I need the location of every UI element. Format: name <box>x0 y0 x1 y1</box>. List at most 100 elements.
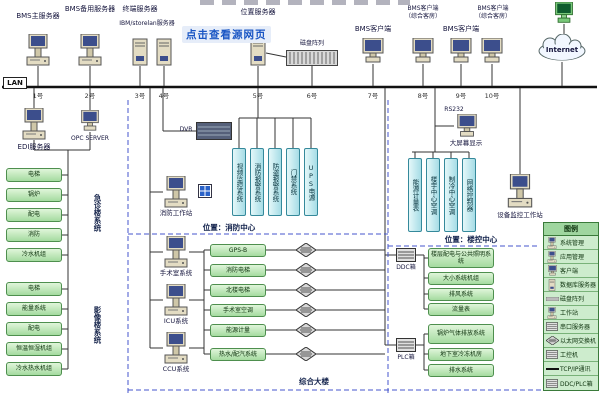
opc-server-label: OPC SERVER <box>71 135 109 142</box>
client-monitor-icon <box>481 38 503 63</box>
system-box-fire: 消防 <box>6 228 62 242</box>
switch-diamond-icon <box>544 336 560 345</box>
bms-client-4-label: BMS客户端 <box>477 5 509 12</box>
control-center-location-label: 位置：楼控中心 <box>444 235 498 244</box>
legend-row: 应用管理 <box>544 250 598 264</box>
switch-diamond-icon <box>296 323 316 337</box>
video-surveillance-box: 视频监控系统 <box>232 148 246 216</box>
fire-center-location-label: 位置：消防中心 <box>202 223 256 232</box>
bms-main-server-label: BMS主服务器 <box>16 12 60 20</box>
fire-workstation-icon <box>164 176 188 208</box>
plc-box-drain: 排水系统 <box>428 364 494 377</box>
edi-server-label: EDI服务器 <box>17 143 51 151</box>
bms-client-2-sublabel: （综合客房） <box>404 13 441 20</box>
legend-row: TCP/IP通讯 <box>544 362 598 376</box>
striped-box-icon <box>544 379 560 388</box>
ccu-workstation-label: CCU系统 <box>162 365 190 373</box>
monitor-icon <box>544 265 560 276</box>
switch-diamond-icon <box>296 283 316 297</box>
legend-row: 客户端 <box>544 264 598 278</box>
lan-port-6: 6号 <box>306 92 318 100</box>
client-monitor-icon <box>450 38 472 63</box>
server-tower-icon <box>156 38 172 66</box>
system-box-water: 冷水热水机组 <box>6 362 62 376</box>
video-wall-icon <box>198 184 212 198</box>
ddc-box-ahu: 大小系统机组 <box>428 272 494 285</box>
surgery-workstation-icon <box>164 236 188 268</box>
lan-port-1: 1号 <box>32 92 44 100</box>
lan-port-3: 3号 <box>134 92 146 100</box>
legend-table: 图例 系统管理 应用管理 客户端 数据库服务器 磁盘阵列 工作站 串口服务器 <box>543 222 599 391</box>
legend-row: 串口服务器 <box>544 320 598 334</box>
system-box-boiler: 锅炉 <box>6 188 62 202</box>
ddc-box-label: DDC箱 <box>396 264 416 271</box>
location-server-label: 位置服务器 <box>240 8 276 16</box>
chiller-hvac-box: 制冷中心空调 <box>444 158 458 232</box>
big-screen-icon <box>457 114 477 137</box>
ups-box: UPS电源 <box>304 148 318 216</box>
access-control-box: 门禁系统 <box>286 148 300 216</box>
plc-box-basement: 地下室冷冻机房 <box>428 348 494 361</box>
imaging-building-title: 影像楼系统 <box>93 306 102 344</box>
edi-server-icon <box>22 108 46 140</box>
icu-workstation-icon <box>164 284 188 316</box>
computer-icon <box>544 251 560 263</box>
system-box-hvac: 恒温恒湿机组 <box>6 342 62 356</box>
client-monitor-icon <box>412 38 434 63</box>
system-box-energy: 能量系统 <box>6 302 62 316</box>
fire-workstation-label: 消防工作站 <box>159 209 193 217</box>
system-box-power2: 配电 <box>6 322 62 336</box>
switch-diamond-icon <box>296 263 316 277</box>
system-box-elevator2: 电梯 <box>6 282 62 296</box>
lan-port-4: 4号 <box>158 92 170 100</box>
dvr-rack-icon <box>196 122 232 140</box>
bms-client-1-label: BMS客户端 <box>354 25 392 33</box>
emergency-building-title: 急诊楼系统 <box>93 194 102 232</box>
field-box-hot-water: 热水/配汽系统 <box>210 348 266 361</box>
network-line-icon <box>544 366 560 372</box>
legend-row: 系统管理 <box>544 236 598 250</box>
disk-array-icon <box>286 50 338 66</box>
lan-port-10: 10号 <box>484 92 500 100</box>
field-box-or-hvac: 手术室空调 <box>210 304 266 317</box>
server-tower-icon <box>132 38 148 66</box>
lan-port-5: 5号 <box>252 92 264 100</box>
remote-client-icon <box>555 2 573 23</box>
building-label: 综合大楼 <box>299 377 329 386</box>
surgery-workstation-label: 手术室系统 <box>159 269 193 277</box>
switch-diamond-icon <box>296 347 316 361</box>
fire-alarm-box: 消防报警系统 <box>250 148 264 216</box>
legend-row: 工作站 <box>544 306 598 320</box>
legend-row: DDC/PLC箱 <box>544 376 598 390</box>
legend-row: 工控机 <box>544 348 598 362</box>
monitor-workstation-icon <box>507 174 533 208</box>
bms-client-4-sublabel: （综合客房） <box>474 13 511 20</box>
lan-port-2: 2号 <box>84 92 96 100</box>
opc-server-icon <box>81 110 99 131</box>
monitor-workstation-label: 设备监控工作站 <box>497 211 543 219</box>
io-box-icon <box>544 322 560 331</box>
legend-row: 数据库服务器 <box>544 278 598 292</box>
dvr-label: DVR <box>179 126 193 133</box>
internet-label: Internet <box>545 46 579 54</box>
net-controller-box: 网络控制器 <box>462 158 476 232</box>
watermark-link[interactable]: 点击查看源网页 <box>182 26 271 43</box>
plc-box-icon <box>396 338 416 352</box>
bms-backup-server-label: BMS备用服务器 <box>64 5 116 13</box>
bms-client-2-label: BMS客户端 <box>407 5 439 12</box>
io-box-icon <box>544 350 560 359</box>
terminal-server-sublabel: IBM/storelan服务器 <box>119 20 175 27</box>
server-pc-icon <box>78 34 102 66</box>
server-tower-icon <box>544 279 560 291</box>
disk-array-label: 磁盘阵列 <box>299 40 324 47</box>
building-hvac-box: 楼宇中心空调 <box>426 158 440 232</box>
energy-meter-box: 能源计量表 <box>408 158 422 232</box>
field-box-north-lift: 北楼电梯 <box>210 284 266 297</box>
switch-diamond-icon <box>296 243 316 257</box>
server-pc-icon <box>26 34 50 66</box>
ddc-box-icon <box>396 248 416 262</box>
client-monitor-icon <box>362 38 384 63</box>
ddc-box-lighting: 楼层配电与公共照明系统 <box>428 248 494 268</box>
plc-box-label: PLC箱 <box>397 354 415 361</box>
